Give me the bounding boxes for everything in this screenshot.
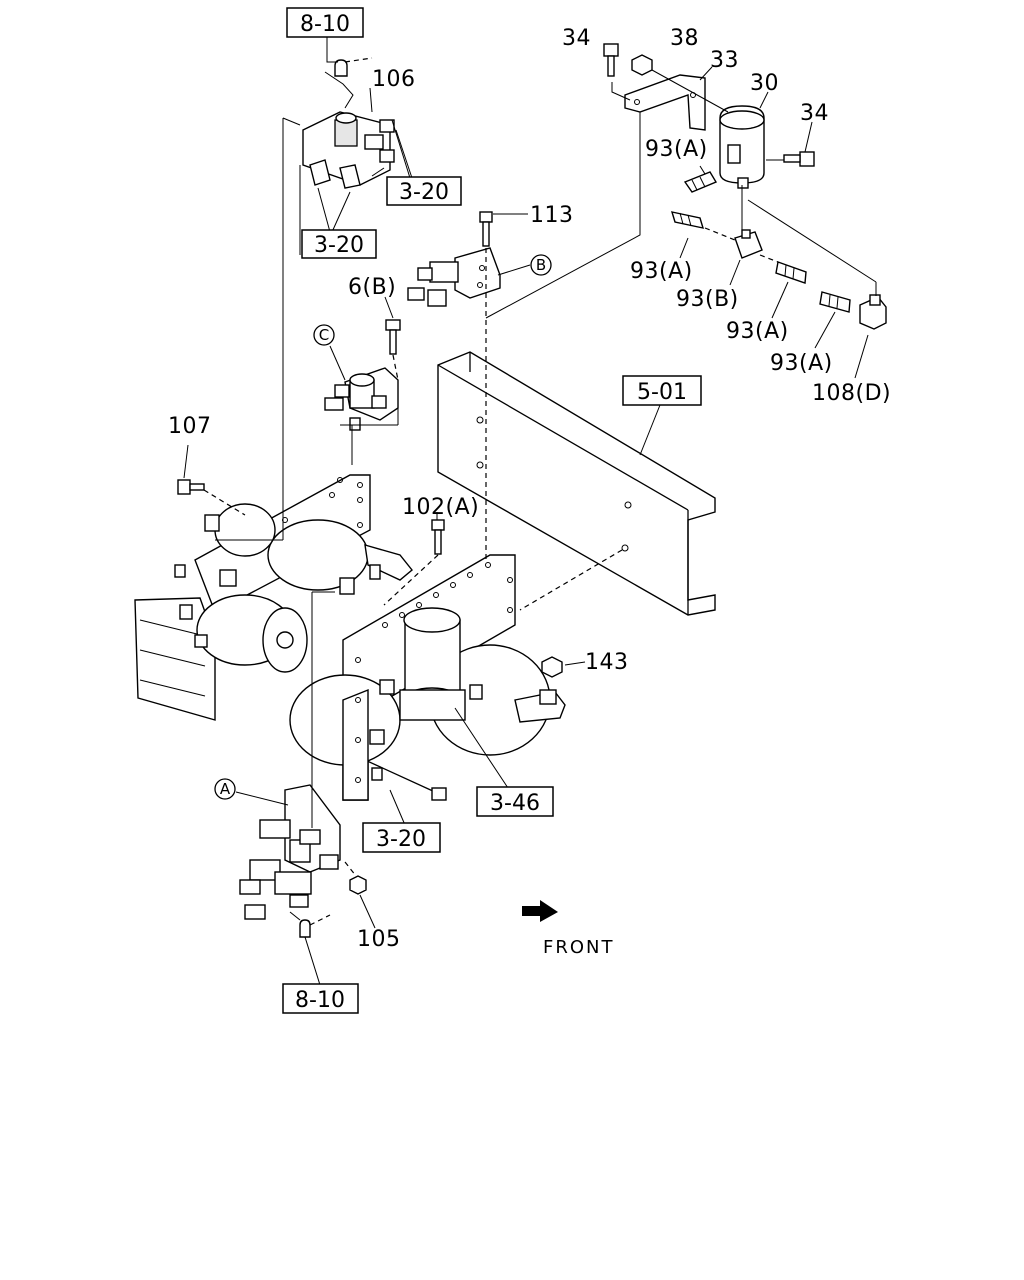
bolt-107 xyxy=(177,479,205,495)
bolt-6b xyxy=(385,319,401,355)
fitting-93b-tee xyxy=(734,229,763,259)
fitting-93a-2 xyxy=(670,211,705,229)
fitting-93a-4 xyxy=(819,291,851,313)
svg-text:B: B xyxy=(536,256,546,274)
label-33: 33 xyxy=(710,48,739,73)
label-113: 113 xyxy=(530,203,574,228)
ref-box-5-01[interactable]: 5-01 xyxy=(622,375,702,406)
svg-text:3-20: 3-20 xyxy=(314,233,364,258)
part-30-valve xyxy=(719,105,765,189)
circle-label-b: B xyxy=(530,254,552,276)
circle-label-c: C xyxy=(313,324,335,346)
svg-text:3-20: 3-20 xyxy=(399,180,449,205)
grommet-bottom xyxy=(299,919,311,938)
bolt-34-right xyxy=(783,151,815,167)
label-34-top: 34 xyxy=(562,26,591,51)
fitting-93a-3 xyxy=(775,261,807,284)
label-93a-2: 93(A) xyxy=(630,259,693,284)
nut-143 xyxy=(541,656,563,678)
label-102a: 102(A) xyxy=(402,495,479,520)
label-6b: 6(B) xyxy=(348,275,396,300)
label-106: 106 xyxy=(372,67,416,92)
label-93a-4: 93(A) xyxy=(770,351,833,376)
front-arrow-icon xyxy=(522,900,558,922)
label-93a-3: 93(A) xyxy=(726,319,789,344)
front-label: FRONT xyxy=(543,937,615,958)
nut-105 xyxy=(349,875,367,895)
label-105: 105 xyxy=(357,927,401,952)
label-93b: 93(B) xyxy=(676,287,739,312)
circle-label-a: A xyxy=(214,778,236,800)
ref-box-3-20-lower[interactable]: 3-20 xyxy=(301,229,377,259)
fitting-108d-elbow xyxy=(859,294,887,330)
left-tank-assembly xyxy=(134,474,413,721)
label-143: 143 xyxy=(585,650,629,675)
bottom-valve-a xyxy=(239,784,341,920)
fitting-93a-1 xyxy=(683,171,718,193)
label-38: 38 xyxy=(670,26,699,51)
right-tank-assembly xyxy=(289,554,566,801)
valve-c-assembly xyxy=(324,367,399,431)
svg-text:A: A xyxy=(220,780,231,798)
svg-text:8-10: 8-10 xyxy=(295,988,345,1013)
ref-box-3-20-bottom[interactable]: 3-20 xyxy=(362,822,441,853)
leader-lines xyxy=(183,36,877,986)
svg-text:3-46: 3-46 xyxy=(490,791,540,816)
label-93a-1: 93(A) xyxy=(645,137,708,162)
ref-box-8-10-bottom[interactable]: 8-10 xyxy=(282,983,359,1014)
label-30: 30 xyxy=(750,71,779,96)
bolt-102a xyxy=(431,519,445,555)
frame-rail xyxy=(437,351,716,616)
ref-box-8-10-top[interactable]: 8-10 xyxy=(286,7,364,38)
bolt-113 xyxy=(479,211,493,247)
svg-text:8-10: 8-10 xyxy=(300,12,350,37)
ref-box-3-20-upper[interactable]: 3-20 xyxy=(386,176,462,206)
grommet-top xyxy=(334,59,348,77)
bracket-valve-b xyxy=(407,247,501,307)
top-valve-106 xyxy=(302,111,395,189)
label-34-right: 34 xyxy=(800,101,829,126)
ref-box-3-46[interactable]: 3-46 xyxy=(476,786,554,817)
bolt-34-top xyxy=(603,43,619,77)
label-108d: 108(D) xyxy=(812,381,891,406)
svg-text:C: C xyxy=(319,326,329,344)
svg-text:5-01: 5-01 xyxy=(637,380,687,405)
part-33-bracket xyxy=(624,74,706,131)
label-107: 107 xyxy=(168,414,212,439)
svg-text:3-20: 3-20 xyxy=(376,827,426,852)
nut-38 xyxy=(631,54,653,76)
